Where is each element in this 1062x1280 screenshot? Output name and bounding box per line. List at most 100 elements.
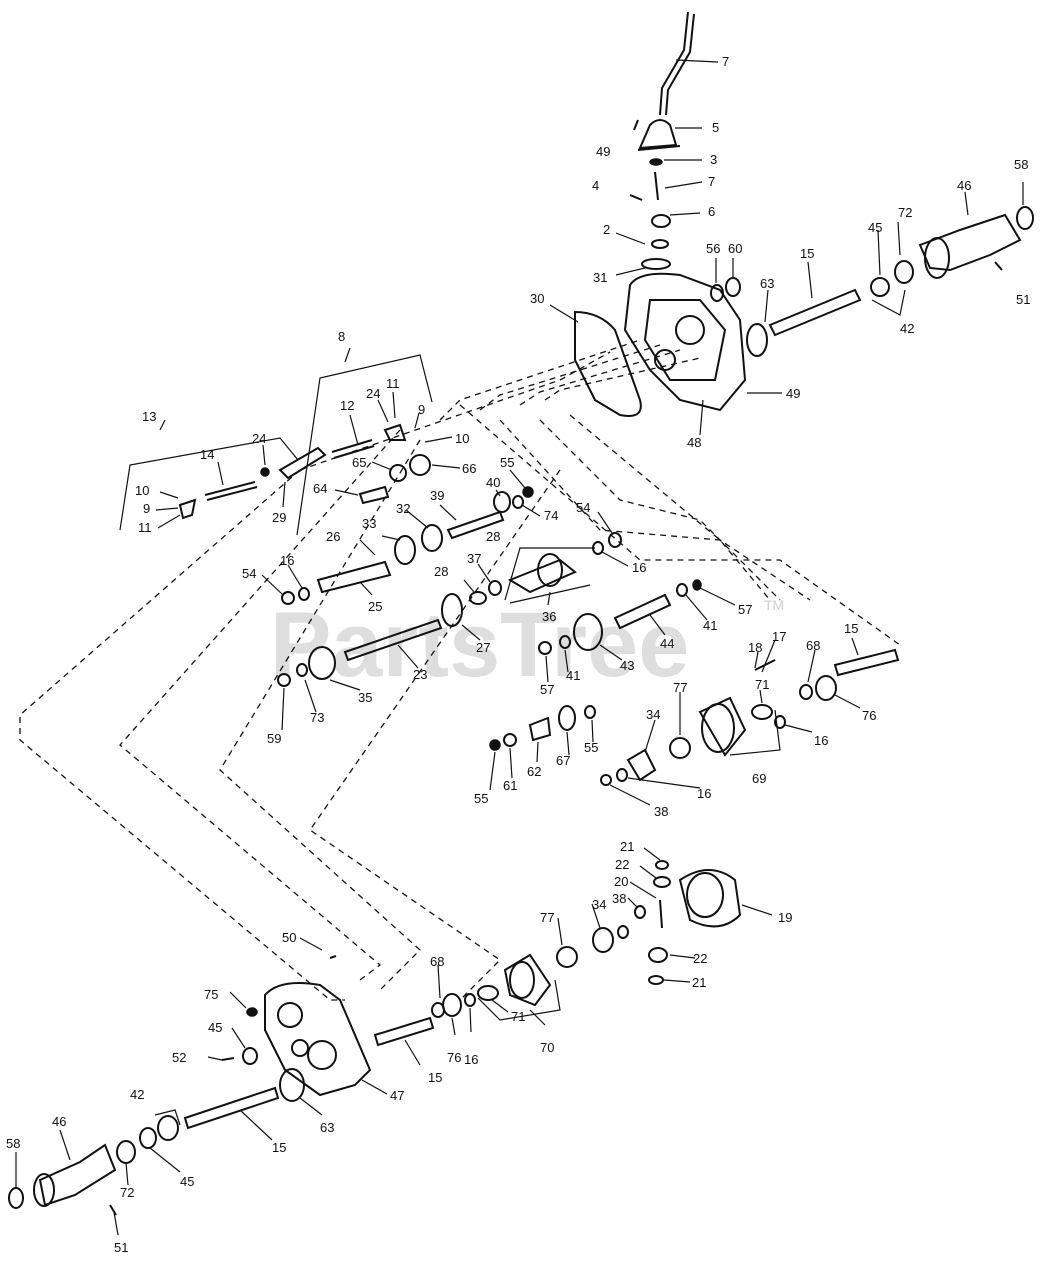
oring-72a <box>894 260 914 284</box>
assembly-guide-lines <box>19 339 901 1001</box>
callout-77: 77 <box>673 680 687 695</box>
callout-21: 21 <box>692 975 706 990</box>
callout-40: 40 <box>486 475 500 490</box>
shift-boot <box>638 119 678 150</box>
callout-54: 54 <box>242 566 256 581</box>
callout-29: 29 <box>272 510 286 525</box>
callout-59: 59 <box>267 731 281 746</box>
callout-70: 70 <box>540 1040 554 1055</box>
callout-12: 12 <box>340 398 354 413</box>
callout-46: 46 <box>957 178 971 193</box>
shaft-25 <box>316 560 392 594</box>
callout-16: 16 <box>697 786 711 801</box>
callout-62: 62 <box>527 764 541 779</box>
washer-16e <box>617 925 629 939</box>
shaft-64 <box>358 485 390 505</box>
pin-7 <box>654 171 659 201</box>
callout-54: 54 <box>576 500 590 515</box>
callout-72: 72 <box>898 205 912 220</box>
callout-68: 68 <box>806 638 820 653</box>
callout-55: 55 <box>500 455 514 470</box>
bearing-42b <box>157 1115 179 1141</box>
bearing-54a <box>281 591 295 605</box>
gear-40 <box>493 491 511 513</box>
bushing-71a <box>751 704 773 720</box>
callout-41: 41 <box>566 668 580 683</box>
bushing-57b <box>692 579 702 591</box>
callout-48: 48 <box>687 435 701 450</box>
pin-20 <box>659 899 663 929</box>
bearing-55c <box>489 739 501 751</box>
callout-19: 19 <box>778 910 792 925</box>
callout-72: 72 <box>120 1185 134 1200</box>
callout-63: 63 <box>760 276 774 291</box>
callout-58: 58 <box>6 1136 20 1151</box>
callout-21: 21 <box>620 839 634 854</box>
callout-15: 15 <box>272 1140 286 1155</box>
gear-22b <box>648 947 668 963</box>
callout-55: 55 <box>474 791 488 806</box>
callout-27: 27 <box>476 640 490 655</box>
callout-47: 47 <box>390 1088 404 1103</box>
gear-22a <box>653 876 671 888</box>
gear-33 <box>394 535 416 565</box>
callout-68: 68 <box>430 954 444 969</box>
oring-72b <box>116 1140 136 1164</box>
bushing-71b <box>477 985 499 1001</box>
pin-50 <box>329 955 337 959</box>
callout-7: 7 <box>722 54 729 69</box>
washer-73 <box>296 663 308 677</box>
shift-rail-14 <box>204 481 256 496</box>
shaft-23 <box>343 618 443 662</box>
cluster-gear-36 <box>507 558 577 594</box>
seal-76b <box>442 993 462 1017</box>
callout-42: 42 <box>130 1087 144 1102</box>
callout-22: 22 <box>693 951 707 966</box>
washer-68a <box>799 684 813 700</box>
callout-37: 37 <box>467 551 481 566</box>
axle-shaft-15c <box>373 1016 435 1047</box>
callout-52: 52 <box>172 1050 186 1065</box>
callout-15: 15 <box>800 246 814 261</box>
diff-carrier-69 <box>698 696 747 757</box>
bearing-45a <box>870 277 890 297</box>
gasket <box>574 310 642 417</box>
callout-55: 55 <box>584 740 598 755</box>
axle-housing-upper <box>918 213 1022 272</box>
washer-77b <box>556 946 578 968</box>
axle-housing-lower <box>38 1143 117 1207</box>
washer-74 <box>512 495 524 509</box>
bearing-35 <box>308 646 336 680</box>
bearing-63a <box>746 323 768 357</box>
callout-20: 20 <box>614 874 628 889</box>
washer-16a <box>298 587 310 601</box>
axle-shaft-upper <box>768 288 862 337</box>
bearing-55b <box>584 705 596 719</box>
callout-49: 49 <box>786 386 800 401</box>
callout-57: 57 <box>738 602 752 617</box>
bearing-55a <box>522 486 534 498</box>
callout-32: 32 <box>396 501 410 516</box>
bearing-54b <box>608 532 622 548</box>
pinion-62 <box>528 716 552 742</box>
callout-4: 4 <box>592 178 599 193</box>
callout-14: 14 <box>200 447 214 462</box>
callout-42: 42 <box>900 321 914 336</box>
callout-67: 67 <box>556 753 570 768</box>
washer-16c <box>774 715 786 729</box>
callout-35: 35 <box>358 690 372 705</box>
callout-76: 76 <box>447 1050 461 1065</box>
callout-28: 28 <box>486 529 500 544</box>
case-half-upper <box>623 272 747 412</box>
callout-73: 73 <box>310 710 324 725</box>
callout-16: 16 <box>280 553 294 568</box>
bolt-51b <box>109 1204 117 1216</box>
callout-65: 65 <box>352 455 366 470</box>
seal-76a <box>815 675 837 701</box>
callout-51: 51 <box>1016 292 1030 307</box>
shaft-39 <box>446 510 505 540</box>
case-half-lower <box>264 982 372 1097</box>
callout-16: 16 <box>632 560 646 575</box>
callout-2: 2 <box>603 222 610 237</box>
